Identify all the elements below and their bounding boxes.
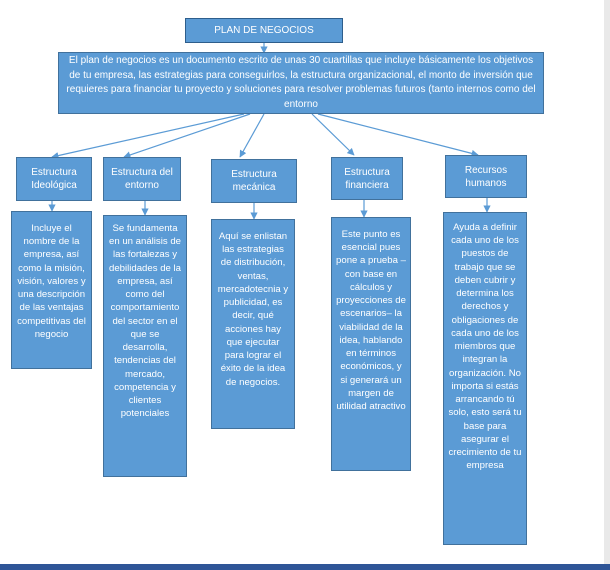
category-label: Estructura mecánica: [231, 169, 277, 193]
arrow-intro-to-entorno: [123, 113, 251, 159]
title-box: PLAN DE NEGOCIOS: [185, 18, 343, 43]
category-label: Recursos humanos: [464, 164, 508, 189]
category-label: Estructura del entorno: [111, 167, 173, 191]
category-rrhh: Recursos humanos: [445, 155, 527, 198]
description-text: Este punto es esencial pues pone a prueb…: [336, 229, 406, 413]
description-text: Ayuda a definir cada uno de los puestos …: [448, 222, 522, 472]
description-financiera: Este punto es esencial pues pone a prueb…: [331, 217, 411, 471]
intro-text: El plan de negocios es un documento escr…: [66, 55, 536, 110]
category-entorno: Estructura del entorno: [103, 157, 181, 201]
description-rrhh: Ayuda a definir cada uno de los puestos …: [443, 212, 527, 545]
category-label: Estructura financiera: [344, 166, 390, 191]
description-text: Se fundamenta en un análisis de las fort…: [108, 223, 181, 420]
intro-box: El plan de negocios es un documento escr…: [58, 52, 544, 114]
title-text: PLAN DE NEGOCIOS: [214, 25, 314, 36]
description-text: Aquí se enlistan las estrategias de dist…: [217, 231, 289, 388]
arrow-intro-to-mecanica: [239, 113, 265, 158]
bottom-bar: [0, 564, 610, 570]
arrow-intro-to-rrhh: [317, 113, 479, 157]
category-mecanica: Estructura mecánica: [211, 159, 297, 203]
arrow-intro-to-financiera: [311, 113, 355, 156]
page-edge: [604, 0, 610, 570]
description-text: Incluye el nombre de la empresa, así com…: [17, 223, 86, 340]
arrow-intro-to-ideologica: [51, 113, 245, 160]
description-ideologica: Incluye el nombre de la empresa, así com…: [11, 211, 92, 369]
description-mecanica: Aquí se enlistan las estrategias de dist…: [211, 219, 295, 429]
category-ideologica: Estructura Ideológica: [16, 157, 92, 201]
category-label: Estructura Ideológica: [31, 167, 77, 191]
category-financiera: Estructura financiera: [331, 157, 403, 200]
description-entorno: Se fundamenta en un análisis de las fort…: [103, 215, 187, 477]
